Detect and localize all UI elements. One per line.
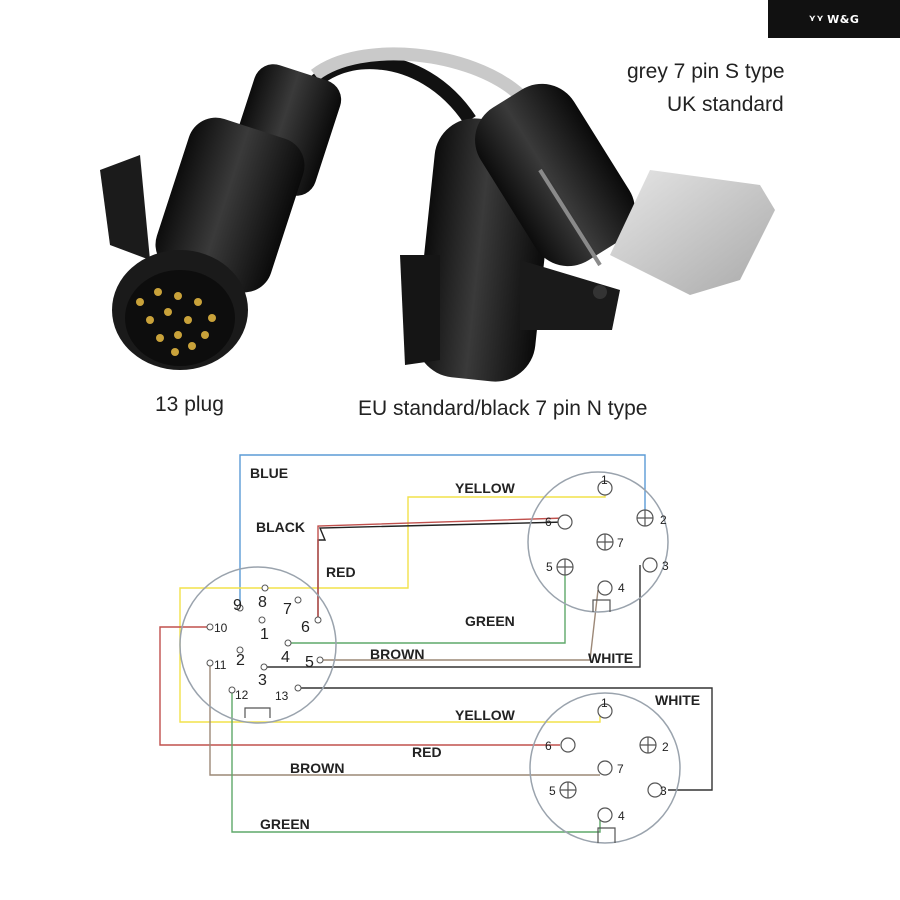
blue-wire <box>239 454 646 608</box>
plug-pin-11: 11 <box>214 658 227 672</box>
wire-label-red-top: RED <box>326 564 356 580</box>
top-socket-pin-7: 7 <box>617 536 624 550</box>
bottom-seven-pin-socket-face: 1 2 3 4 5 6 7 <box>529 692 681 844</box>
plug-pin-1: 1 <box>260 626 269 643</box>
thirteen-pin-plug-face: 1 2 3 4 5 6 7 8 9 10 11 12 13 <box>179 566 337 724</box>
plug-pin-12: 12 <box>235 688 249 702</box>
top-socket-pin-5: 5 <box>546 560 553 574</box>
green-wire-top <box>288 567 566 644</box>
plug-pin-4-dot <box>284 639 292 647</box>
plug-pin-7: 7 <box>283 601 292 618</box>
wire-label-blue: BLUE <box>250 465 288 481</box>
plug-pin-11-dot <box>206 659 214 667</box>
thirteen-pin-plug <box>100 64 342 370</box>
top-socket-pin-6: 6 <box>545 515 552 529</box>
plug-pin-7-dot <box>294 596 302 604</box>
grey-connector-label-line2: UK standard <box>667 93 784 116</box>
top-socket-pin-3: 3 <box>662 559 669 573</box>
brown-wire-bottom <box>209 663 600 776</box>
black-connector-label: EU standard/black 7 pin N type <box>358 397 648 420</box>
plug-pin-3-dot <box>260 663 268 671</box>
wire-label-yellow-top: YELLOW <box>455 480 516 496</box>
green-wire-bottom <box>231 690 601 833</box>
plug-pin-9-dot <box>236 604 244 612</box>
wire-label-brown-bottom: BROWN <box>290 760 344 776</box>
wire-label-yellow-bottom: YELLOW <box>455 707 516 723</box>
top-seven-pin-socket-face: 1 2 3 4 5 6 7 <box>527 471 669 613</box>
brand-logo: ⋎⋎ W&G <box>768 0 900 38</box>
bottom-socket-pin-4: 4 <box>618 809 625 823</box>
wire-label-white-bottom: WHITE <box>655 692 700 708</box>
brand-logo-text: W&G <box>827 12 860 26</box>
grey-connector-label-line1: grey 7 pin S type <box>627 60 785 83</box>
grey-cable <box>311 47 525 100</box>
grey-seven-pin-socket <box>475 83 775 295</box>
product-illustration <box>100 47 775 382</box>
wire-label-green-bottom: GREEN <box>260 816 310 832</box>
plug-pin-8-dot <box>261 584 269 592</box>
top-socket-pin-4: 4 <box>618 581 625 595</box>
bottom-socket-pin-6: 6 <box>545 739 552 753</box>
plug-pin-2: 2 <box>236 652 245 669</box>
logo-mark-icon: ⋎⋎ <box>808 14 825 24</box>
plug-pin-6: 6 <box>301 619 310 636</box>
white-wire-top <box>264 565 641 668</box>
top-socket-pin-1: 1 <box>601 473 608 487</box>
brown-wire-top <box>320 589 599 661</box>
plug-pin-12-dot <box>228 686 236 694</box>
plug-pin-5: 5 <box>305 654 314 671</box>
plug-pin-5-dot <box>316 656 324 664</box>
wire-label-white-top: WHITE <box>588 650 633 666</box>
plug-pin-6-dot <box>314 616 322 624</box>
red-wire-top <box>317 517 566 620</box>
wire-label-green-top: GREEN <box>465 613 515 629</box>
wire-label-red-bottom: RED <box>412 744 442 760</box>
bottom-socket-pin-7: 7 <box>617 762 624 776</box>
plug-pin-13: 13 <box>275 689 289 703</box>
bottom-socket-pin-2: 2 <box>662 740 669 754</box>
plug-pin-2-dot <box>236 646 244 654</box>
red-wire-bottom <box>159 626 560 746</box>
yellow-wire-top-b <box>265 488 606 589</box>
plug-label: 13 plug <box>155 393 224 416</box>
plug-pin-8: 8 <box>258 594 267 611</box>
plug-pin-10: 10 <box>214 621 228 635</box>
bottom-socket-pin-5: 5 <box>549 784 556 798</box>
wires <box>159 454 713 833</box>
plug-pin-4: 4 <box>281 649 290 666</box>
wire-label-brown-top: BROWN <box>370 646 424 662</box>
plug-pin-13-dot <box>294 684 302 692</box>
top-socket-pin-2: 2 <box>660 513 667 527</box>
bottom-socket-pin-1: 1 <box>601 696 608 710</box>
plug-pin-10-dot <box>206 623 214 631</box>
plug-pin-9: 9 <box>233 597 242 614</box>
wiring-diagram: 1 2 3 4 5 6 7 8 9 10 11 12 13 <box>159 454 713 844</box>
yellow-wire-top <box>179 587 601 723</box>
bottom-socket-pin-3: 3 <box>660 784 667 798</box>
white-wire-bottom <box>298 687 713 791</box>
plug-pin-1-dot <box>258 616 266 624</box>
plug-pin-3: 3 <box>258 672 267 689</box>
wire-label-black: BLACK <box>256 519 305 535</box>
